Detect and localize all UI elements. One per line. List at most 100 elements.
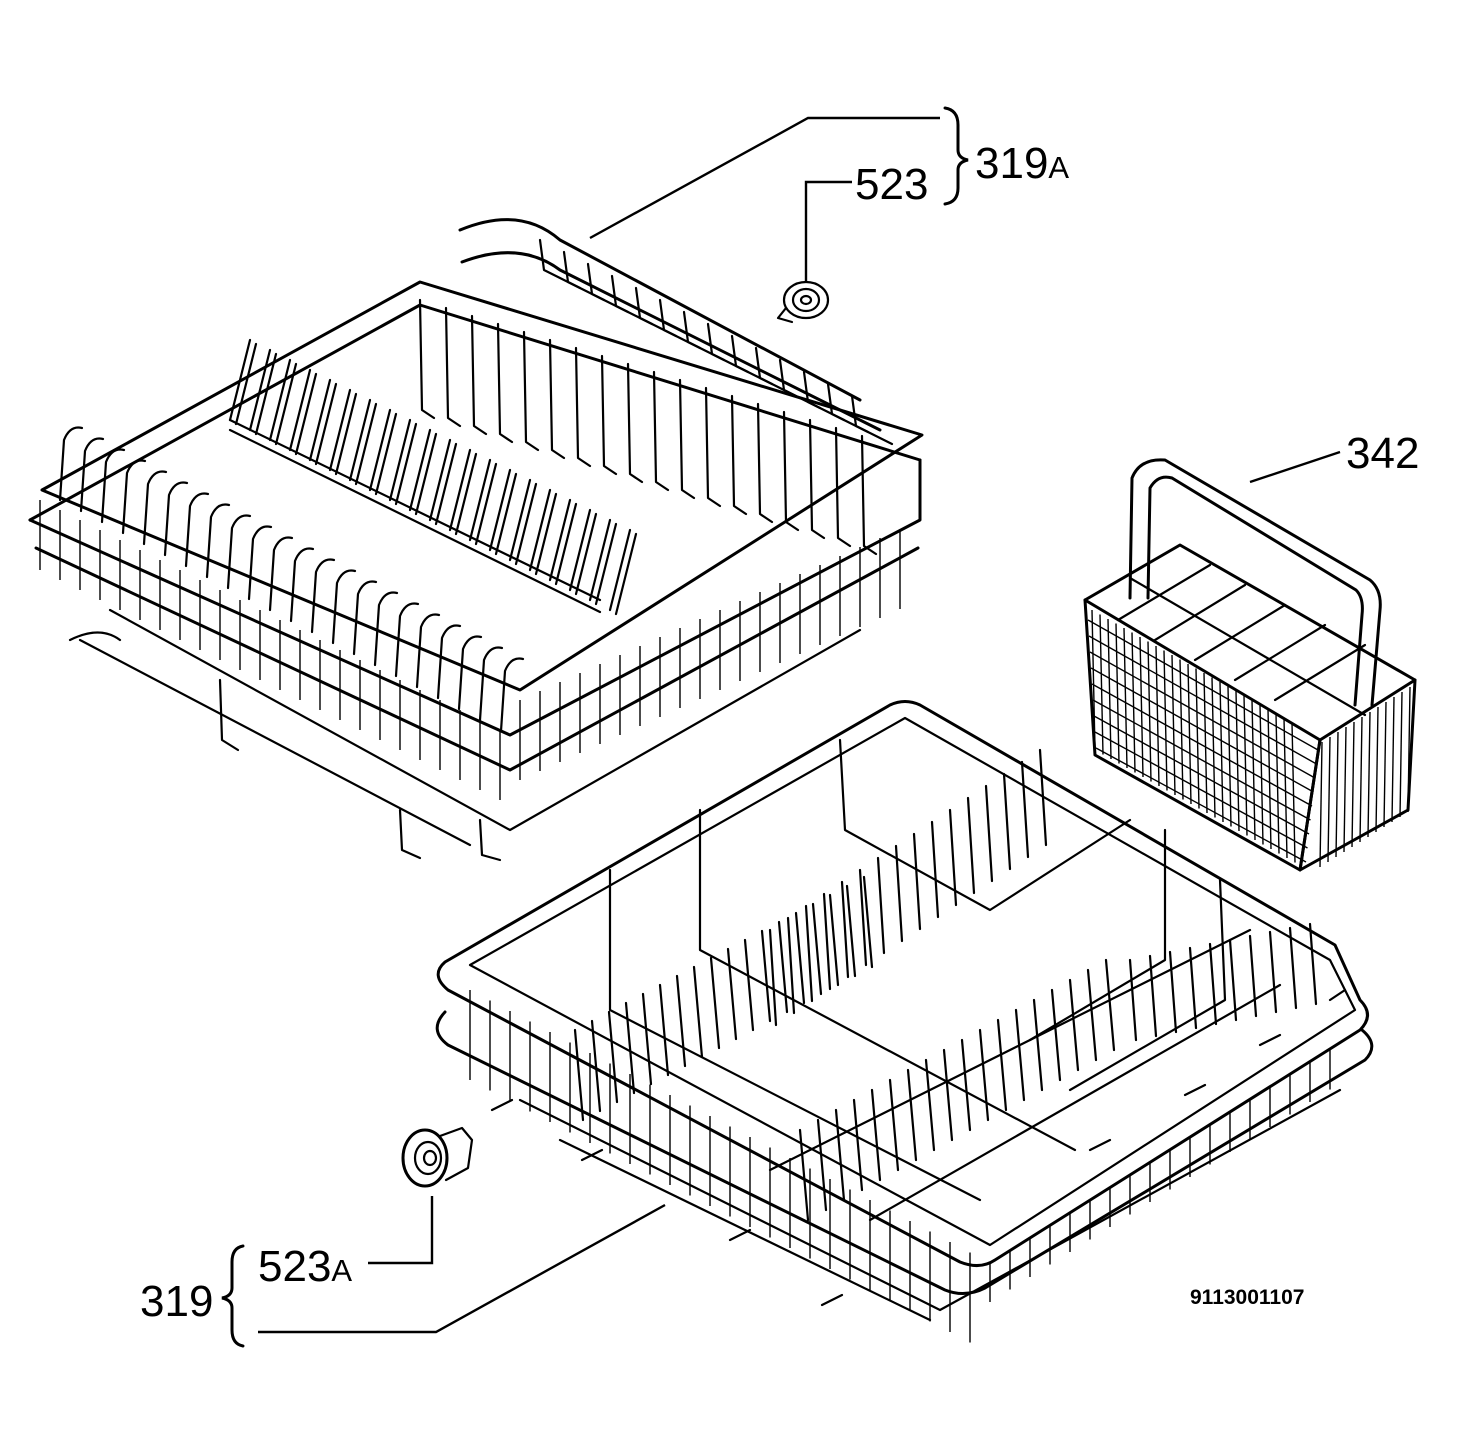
label-upper-basket: 319A: [975, 142, 1069, 186]
lower-basket-tine: [834, 1108, 846, 1202]
cutlery-basket-mesh-wire: [1093, 715, 1310, 835]
upper-basket-tine: [163, 481, 189, 557]
upper-basket-tine: [228, 338, 252, 422]
upper-basket-tine: [470, 314, 488, 436]
upper-basket-tine: [508, 478, 532, 562]
cutlery-basket-mesh-wire: [1367, 711, 1371, 838]
upper-basket-tine: [522, 330, 540, 452]
upper-basket-tine: [448, 448, 472, 532]
upper-basket-tine: [58, 426, 84, 502]
upper-basket-tine: [121, 459, 147, 535]
lower-basket-tine: [798, 1128, 810, 1222]
lower-basket-tine: [1032, 998, 1044, 1092]
cutlery-basket-mesh-wire: [1259, 704, 1264, 845]
upper-basket-tine: [314, 382, 338, 466]
lower-wheel: [401, 1126, 474, 1188]
cutlery-basket-mesh-wire: [1391, 696, 1395, 823]
upper-basket-tine: [588, 518, 612, 602]
cutlery-basket-mesh-wire: [1123, 627, 1128, 769]
lower-basket-tine: [675, 974, 687, 1068]
upper-basket-tine: [310, 558, 336, 634]
lower-basket-tine: [573, 1028, 585, 1122]
cutlery-basket-mesh-wire: [1211, 677, 1216, 818]
upper-basket-tine: [394, 602, 420, 678]
lower-basket-tine: [760, 929, 772, 1023]
upper-basket-tine: [354, 402, 378, 486]
cutlery-basket-mesh-wire: [1319, 741, 1323, 868]
lower-basket-tine: [942, 1048, 954, 1142]
upper-basket-tine: [247, 525, 273, 601]
cutlery-basket-mesh-wire: [1091, 683, 1313, 807]
upper-basket-tine: [328, 388, 352, 472]
upper-basket-tine: [574, 512, 598, 596]
upper-basket-tine: [294, 372, 318, 456]
lower-basket-tine: [1128, 958, 1138, 1042]
lower-basket-tine: [978, 1028, 990, 1122]
cutlery-basket-mesh-wire: [1090, 667, 1314, 793]
cutlery-basket-mesh-wire: [1407, 686, 1411, 813]
cutlery-basket-mesh-wire: [1187, 663, 1192, 805]
lower-basket-tine: [960, 1038, 972, 1132]
upper-basket-tine: [334, 392, 358, 476]
cutlery-basket-mesh-wire: [1203, 672, 1208, 814]
lower-basket-tine: [816, 1118, 828, 1212]
upper-basket-tine: [528, 488, 552, 572]
lower-basket-tine: [1038, 748, 1048, 847]
lower-basket-tine: [743, 938, 755, 1032]
lower-basket-tine: [858, 868, 868, 967]
upper-basket-tine: [608, 528, 632, 612]
lower-basket-tine: [658, 983, 670, 1077]
lower-basket-tine: [996, 1018, 1008, 1112]
cutlery-basket-mesh-wire: [1131, 632, 1136, 773]
cutlery-basket-mesh-wire: [1195, 668, 1200, 809]
upper-basket-tine: [254, 352, 278, 436]
lower-basket-tine: [948, 808, 958, 907]
upper-basket-tine: [594, 522, 618, 606]
label-cutlery-basket-number: 342: [1346, 429, 1420, 478]
upper-basket-tine: [652, 370, 670, 492]
upper-basket-tine: [352, 580, 378, 656]
lower-basket-tine: [1248, 934, 1258, 1018]
upper-basket-tine: [428, 438, 452, 522]
lower-basket-tine: [1268, 930, 1278, 1014]
upper-basket-tine: [730, 394, 748, 516]
upper-basket-tine: [368, 408, 392, 492]
upper-basket-tine: [860, 434, 878, 556]
upper-basket-tine: [568, 508, 592, 592]
lower-basket-tine: [1208, 942, 1218, 1026]
cutlery-basket-mesh-wire: [1094, 731, 1308, 849]
cutlery-basket-mesh-wire: [1171, 654, 1176, 796]
brace-lower: [221, 1244, 245, 1348]
upper-basket-tine: [248, 348, 272, 432]
upper-basket-tine: [289, 547, 315, 623]
upper-basket: [28, 218, 924, 862]
upper-basket-tine: [388, 418, 412, 502]
cutlery-basket-mesh-wire: [1351, 721, 1355, 848]
lower-basket: [435, 700, 1374, 1343]
upper-basket-tine: [418, 298, 436, 420]
lower-basket-tine: [1188, 946, 1198, 1030]
cutlery-basket-mesh-wire: [1115, 623, 1120, 764]
label-cutlery-basket: 342: [1346, 432, 1419, 476]
cutlery-basket-mesh-wire: [1335, 731, 1339, 858]
upper-basket-tine: [268, 358, 292, 442]
lower-basket-tine: [1014, 1008, 1026, 1102]
upper-basket-tine: [474, 462, 498, 546]
upper-basket-tine: [574, 346, 592, 468]
label-lower-wheel-suffix: A: [331, 1253, 353, 1288]
upper-basket-tine: [308, 378, 332, 462]
lower-basket-tine: [641, 992, 653, 1086]
upper-basket-tine: [548, 498, 572, 582]
lower-basket-tine: [984, 784, 994, 883]
upper-basket-tine: [268, 536, 294, 612]
cutlery-basket-mesh-wire: [1399, 691, 1403, 818]
upper-basket-tine: [534, 492, 558, 576]
lower-basket-tine: [1020, 760, 1030, 859]
upper-basket-tine: [436, 624, 462, 700]
upper-basket-tine: [226, 514, 252, 590]
upper-basket-tine: [331, 569, 357, 645]
upper-basket-tine: [454, 452, 478, 536]
cutlery-basket-mesh-wire: [1088, 635, 1317, 765]
label-upper-wheel-number: 523: [855, 160, 929, 209]
upper-basket-tine: [374, 412, 398, 496]
